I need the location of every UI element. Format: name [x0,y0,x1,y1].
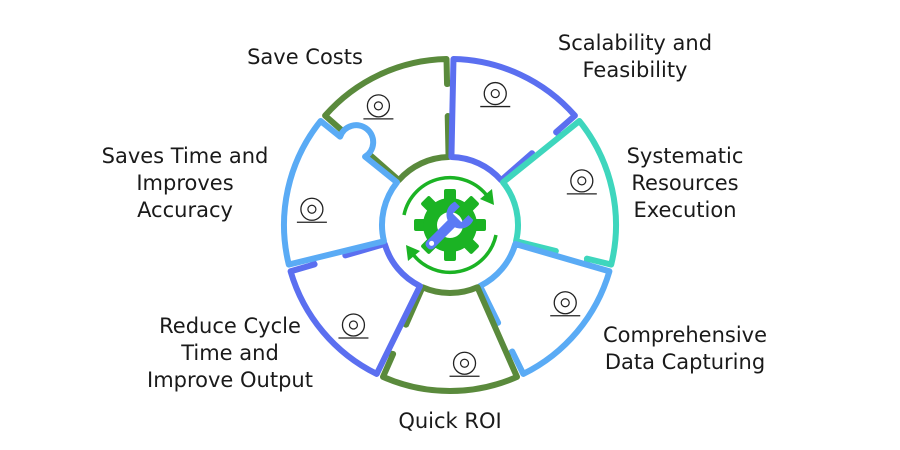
stopwatch-hand-icon [296,197,327,223]
hourglass-icon [338,313,369,339]
coin-cycle-icon [449,351,480,377]
arrow-head-icon [406,245,420,261]
hub [402,175,498,275]
lightbulb-arrows-icon [480,81,511,108]
cycle-arrow-bottom [410,234,498,275]
puzzle-piece-saves-time [281,117,401,268]
arrow-head-icon [480,189,494,205]
money-hand-icon [363,94,394,120]
label-quick-roi: Quick ROI [398,409,502,433]
label-save-costs: Save Costs [247,45,363,69]
team-target-icon [566,169,597,195]
cycle-arrow-top [402,175,490,216]
data-node-icon [550,291,581,317]
wrench-icon [425,201,474,250]
label-saves-time: Saves Time and Improves Accuracy [101,144,269,222]
label-scalability: Scalability and Feasibility [557,31,713,82]
label-reduce-cycle: Reduce Cycle Time and Improve Output [147,314,313,392]
label-comprehensive: Comprehensive Data Capturing [602,323,768,374]
label-systematic: Systematic Resources Execution [626,144,744,222]
